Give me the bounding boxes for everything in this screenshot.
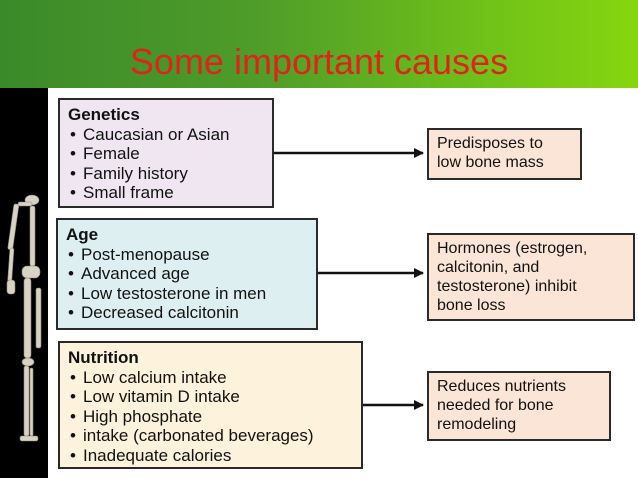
- arrows-layer: [274, 148, 424, 410]
- effect-line: Predisposes to: [437, 135, 543, 152]
- genetics-list: Caucasian or Asian Female Family history…: [68, 125, 264, 203]
- list-item: Decreased calcitonin: [66, 303, 308, 323]
- list-item: Small frame: [68, 183, 264, 203]
- effect-line: needed for bone: [437, 397, 554, 414]
- effect-line: Hormones (estrogen,: [437, 240, 588, 257]
- effect-line: remodeling: [437, 416, 517, 433]
- list-item: Post-menopause: [66, 245, 308, 265]
- slide-header: [0, 0, 638, 88]
- list-item: High phosphate: [68, 407, 353, 427]
- continuation-text: intake (carbonated beverages): [83, 426, 314, 445]
- effect-line: bone loss: [437, 297, 506, 314]
- age-cause-box: Age Post-menopause Advanced age Low test…: [56, 218, 318, 330]
- list-item-continuation: intake (carbonated beverages): [68, 426, 353, 446]
- list-item: Low testosterone in men: [66, 284, 308, 304]
- nutrition-effect-box: Reduces nutrients needed for bone remode…: [427, 371, 611, 441]
- list-item: Low vitamin D intake: [68, 387, 353, 407]
- list-item: Low calcium intake: [68, 368, 353, 388]
- nutrition-cause-box: Nutrition Low calcium intake Low vitamin…: [58, 341, 363, 469]
- genetics-effect-box: Predisposes to low bone mass: [427, 128, 582, 180]
- nutrition-heading: Nutrition: [68, 348, 139, 367]
- skeleton-icon: [6, 194, 42, 442]
- effect-line: calcitonin, and: [437, 259, 540, 276]
- list-item: Family history: [68, 164, 264, 184]
- age-list: Post-menopause Advanced age Low testoste…: [66, 245, 308, 323]
- genetics-cause-box: Genetics Caucasian or Asian Female Famil…: [58, 98, 274, 208]
- genetics-heading: Genetics: [68, 105, 140, 124]
- effect-line: Reduces nutrients: [437, 378, 566, 395]
- slide-title: Some important causes: [129, 41, 509, 82]
- list-item: Advanced age: [66, 264, 308, 284]
- age-heading: Age: [66, 225, 99, 244]
- list-item: Female: [68, 144, 264, 164]
- diagram-canvas: Genetics Caucasian or Asian Female Famil…: [48, 88, 638, 478]
- list-item: Inadequate calories: [68, 446, 353, 466]
- age-effect-box: Hormones (estrogen, calcitonin, and test…: [427, 233, 635, 321]
- effect-line: low bone mass: [437, 154, 544, 171]
- skeleton-image: [0, 88, 48, 478]
- list-item: Caucasian or Asian: [68, 125, 264, 145]
- effect-line: testosterone) inhibit: [437, 278, 577, 295]
- nutrition-list: Low calcium intake Low vitamin D intake …: [68, 368, 353, 466]
